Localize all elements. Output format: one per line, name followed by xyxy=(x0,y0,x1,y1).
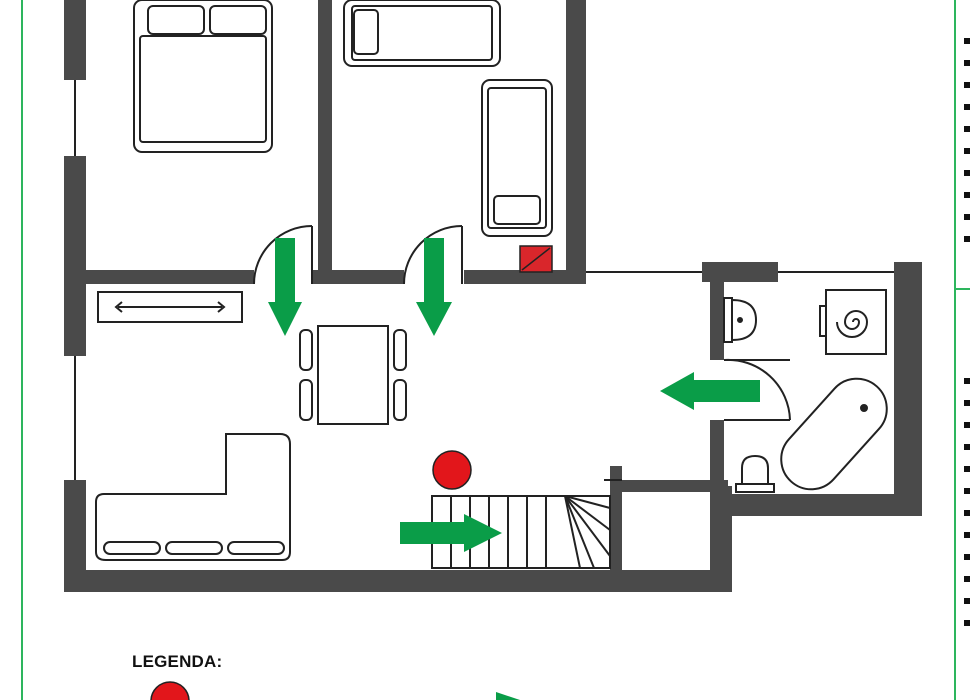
single-bed-top xyxy=(343,0,501,67)
boiler-icon xyxy=(819,289,887,355)
legend-symbols xyxy=(150,681,520,700)
assembly-point-icon xyxy=(150,681,190,700)
evacuation-arrow-icon xyxy=(472,692,520,700)
bathtub xyxy=(780,377,888,491)
extinguisher-box-icon xyxy=(519,245,553,273)
assembly-point-icon xyxy=(432,450,472,490)
evacuation-arrow-icon xyxy=(660,372,760,410)
legend-title: LEGENDA: xyxy=(132,652,223,671)
single-bed-side xyxy=(481,79,553,237)
washbasin xyxy=(723,297,758,343)
page-frame xyxy=(21,0,970,700)
evacuation-arrow-icon xyxy=(416,238,452,336)
evacuation-arrows xyxy=(268,238,760,552)
thin-walls xyxy=(74,80,894,481)
side-text-fragments xyxy=(964,38,970,626)
walls xyxy=(64,0,922,592)
toilet xyxy=(735,454,775,493)
evacuation-arrow-icon xyxy=(400,514,502,552)
dining-table xyxy=(299,325,407,425)
cabinet xyxy=(97,291,243,323)
double-bed xyxy=(133,0,273,153)
furniture xyxy=(95,0,888,561)
door-swings xyxy=(253,225,791,421)
corner-sofa xyxy=(95,433,291,561)
evacuation-arrow-icon xyxy=(268,238,302,336)
